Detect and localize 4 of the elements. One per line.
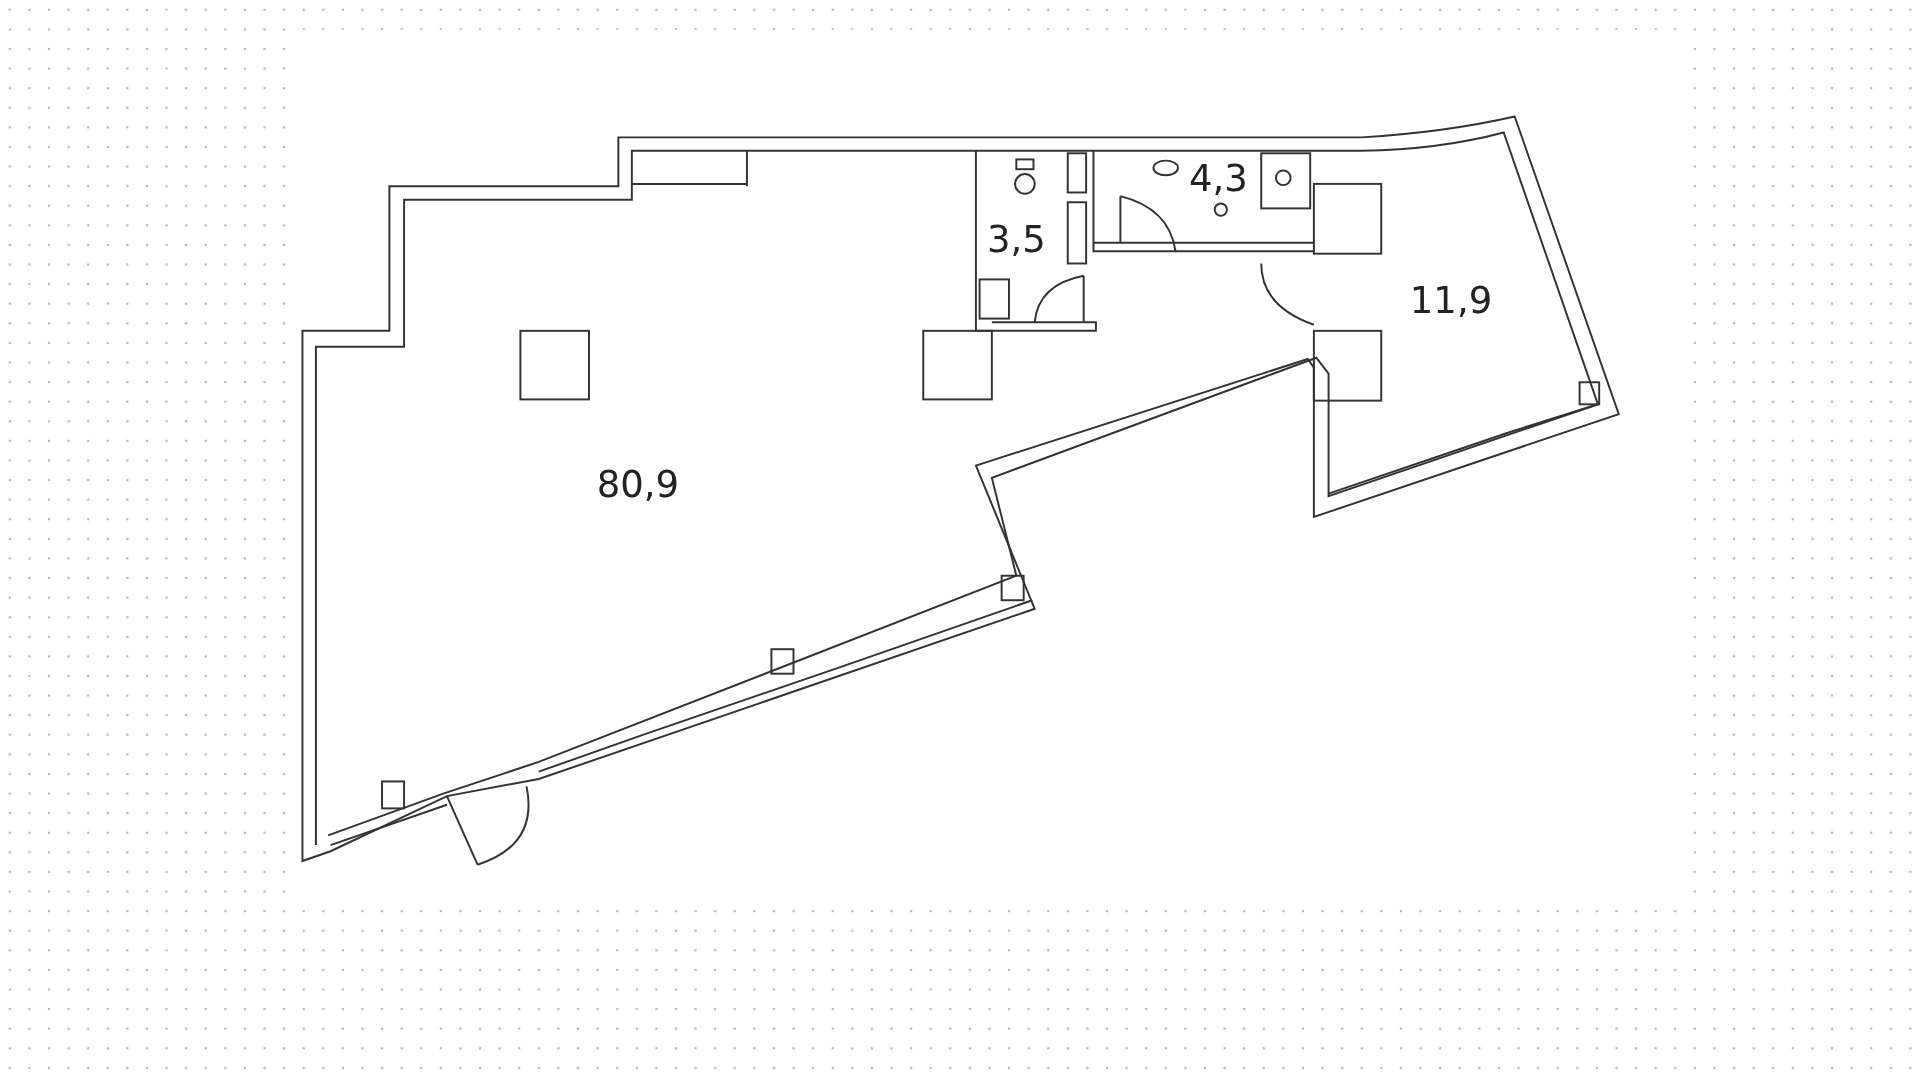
area-label: 11,9 (1409, 278, 1493, 322)
area-label: 80,9 (596, 462, 680, 506)
area-label: 3,5 (986, 217, 1046, 261)
area-label: 4,3 (1188, 156, 1248, 200)
